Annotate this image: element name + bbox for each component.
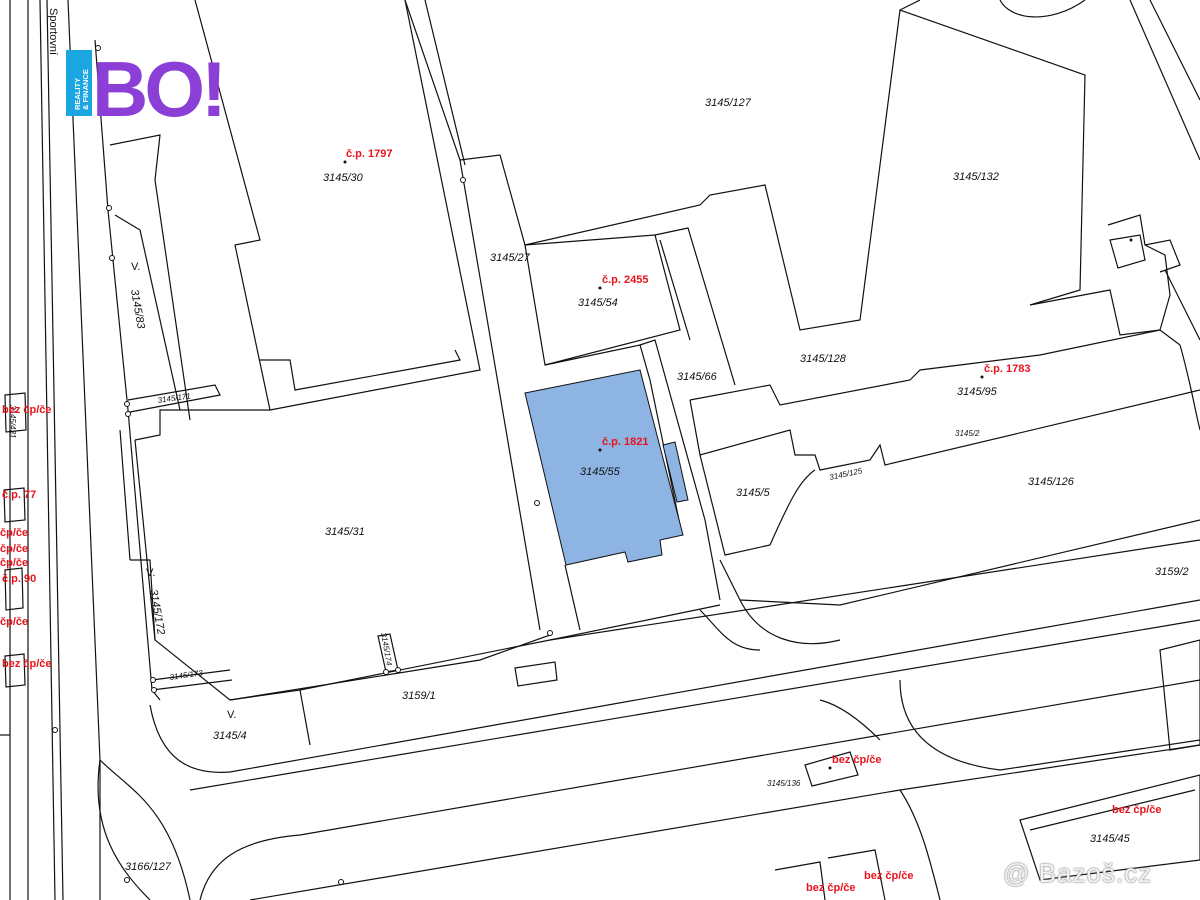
svg-text:& FINANCE: & FINANCE <box>81 69 90 110</box>
parcel-label: 3145/127 <box>705 97 752 109</box>
parcel-label: 3145/45 <box>1090 833 1131 845</box>
building-number: čp/če <box>0 557 28 569</box>
bo-reality-finance-logo: REALITY & FINANCE BO! <box>66 48 227 122</box>
building-number: čp/če <box>0 616 28 628</box>
svg-text:REALITY: REALITY <box>73 78 82 110</box>
parcel-label: 3159/2 <box>1155 566 1189 578</box>
parcel-label: 3145/30 <box>323 172 364 184</box>
building-number: čp/če <box>0 543 28 555</box>
parcel-label: 3145/136 <box>767 779 801 788</box>
building-number: bez čp/če <box>832 754 882 766</box>
building-number: bez čp/če <box>864 870 914 882</box>
highlighted-parcel[interactable] <box>524 369 689 566</box>
v-markers: V. V. V. <box>131 261 236 721</box>
building-number: čp/če <box>0 527 28 539</box>
building-number: č.p. 1821 <box>602 436 648 448</box>
street-name: Sportovní <box>47 8 59 55</box>
svg-text:V.: V. <box>131 261 140 273</box>
bazos-watermark: @ Bazoš.cz <box>1003 858 1153 888</box>
parcel-label: 3159/1 <box>402 690 436 702</box>
building-number: č.p. 2455 <box>602 274 648 286</box>
parcel-label: 3145/125 <box>829 466 864 482</box>
parcel-label: 3145/431 <box>8 405 17 438</box>
building-number: bez čp/če <box>806 882 856 894</box>
building-number: bez čp/če <box>2 658 52 670</box>
parcel-label: 3145/126 <box>1028 476 1075 488</box>
svg-text:V.: V. <box>146 567 155 579</box>
parcel-label: 3145/171 <box>157 391 191 405</box>
parcel-label: 3145/5 <box>736 487 771 499</box>
parcel-label: 3145/66 <box>677 371 718 383</box>
parcel-label: 3145/83 <box>128 288 147 330</box>
building-number: č.p. 90 <box>2 573 36 585</box>
parcel-label: 3145/128 <box>800 353 847 365</box>
parcel-label: 3145/173 <box>169 668 204 682</box>
building-labels: č.p. 1797 č.p. 2455 č.p. 1783 č.p. 1821 … <box>0 148 1162 894</box>
parcel-label: 3145/27 <box>490 252 531 264</box>
building-number: bez čp/če <box>1112 804 1162 816</box>
building-number: č.p. 1797 <box>346 148 392 160</box>
parcel-label: 3145/2 <box>955 429 980 438</box>
parcel-label: 3145/4 <box>213 730 247 742</box>
building-number: č.p. 77 <box>2 489 36 501</box>
svg-text:V.: V. <box>227 709 236 721</box>
building-number: bez čp/če <box>2 404 52 416</box>
road-lines <box>9 0 1200 900</box>
svg-text:BO!: BO! <box>92 48 223 122</box>
parcel-label: 3145/95 <box>957 386 998 398</box>
parcel-numbers: 3145/127 3145/132 3145/30 3145/27 3145/5… <box>8 97 1189 873</box>
parcel-label: 3145/54 <box>578 297 618 309</box>
parcel-label: 3145/55 <box>580 466 621 478</box>
survey-points <box>52 45 1133 885</box>
parcel-label: 3145/31 <box>325 526 365 538</box>
building-number: č.p. 1783 <box>984 363 1030 375</box>
parcel-label: 3145/172 <box>147 588 167 635</box>
parcel-label: 3166/127 <box>125 861 172 873</box>
parcel-label: 3145/132 <box>953 171 999 183</box>
